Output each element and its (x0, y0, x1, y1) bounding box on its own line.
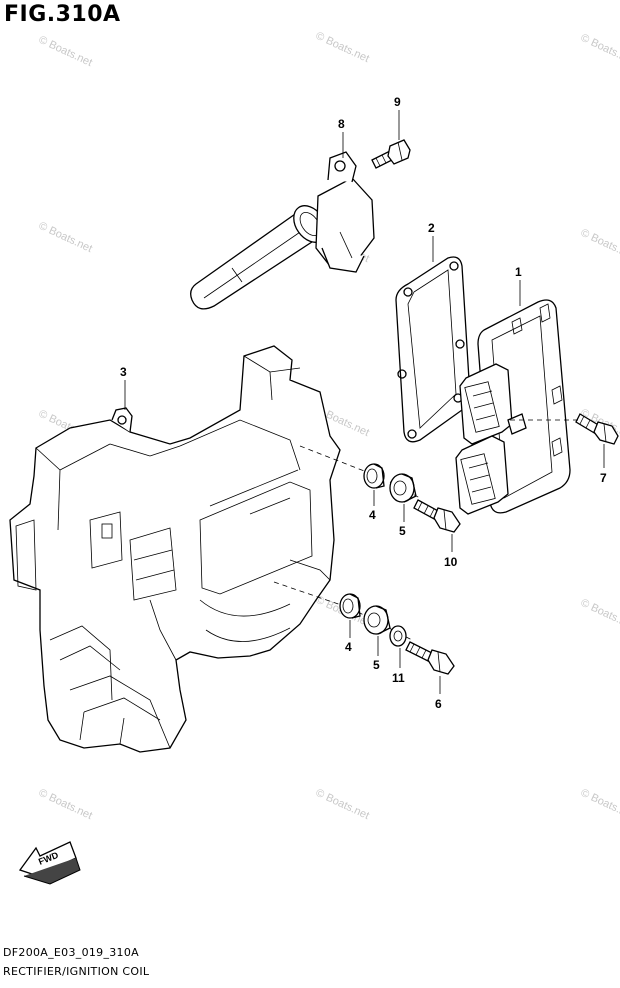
ignition-coil-part (190, 151, 375, 310)
bolt-part-10 (413, 499, 461, 533)
callout-9: 9 (394, 95, 401, 109)
callout-3: 3 (120, 365, 127, 379)
washer-part-11 (389, 625, 407, 647)
bracket-part (9, 345, 341, 753)
grommet-part-5-upper (389, 473, 417, 503)
callout-4-upper: 4 (369, 508, 376, 522)
watermark: © Boats.net (579, 787, 620, 822)
figure-name: RECTIFIER/IGNITION COIL (3, 965, 150, 978)
watermark: © Boats.net (579, 227, 620, 262)
bolt-part-9 (371, 139, 411, 169)
collar-part-4-upper (363, 463, 385, 489)
bolt-part-6 (405, 641, 455, 675)
watermark: © Boats.net (37, 787, 94, 822)
callout-5-upper: 5 (399, 524, 406, 538)
callout-8: 8 (338, 117, 345, 131)
watermark: © Boats.net (579, 32, 620, 67)
callout-1: 1 (515, 265, 522, 279)
figure-title: FIG.310A (4, 2, 121, 27)
rectifier-part (455, 299, 571, 515)
watermark: © Boats.net (314, 30, 371, 65)
collar-part-4-lower (339, 593, 361, 619)
watermark: © Boats.net (37, 34, 94, 69)
callout-2: 2 (428, 221, 435, 235)
watermark: © Boats.net (314, 787, 371, 822)
fwd-arrow-icon: FWD (18, 841, 81, 885)
callout-7: 7 (600, 471, 607, 485)
grommet-part-5-lower (363, 605, 391, 635)
callout-5-lower: 5 (373, 658, 380, 672)
gasket-part (395, 256, 471, 443)
callout-6: 6 (435, 697, 442, 711)
figure-code: DF200A_E03_019_310A (3, 946, 139, 959)
watermark: © Boats.net (37, 220, 94, 255)
bolt-part-7 (575, 413, 619, 445)
callout-4-lower: 4 (345, 640, 352, 654)
watermark: © Boats.net (579, 597, 620, 632)
callouts: 8 9 2 1 3 7 4 5 10 4 5 11 6 (120, 95, 607, 711)
callout-11: 11 (392, 671, 405, 685)
leader-lines (124, 110, 605, 694)
callout-10: 10 (444, 555, 458, 569)
